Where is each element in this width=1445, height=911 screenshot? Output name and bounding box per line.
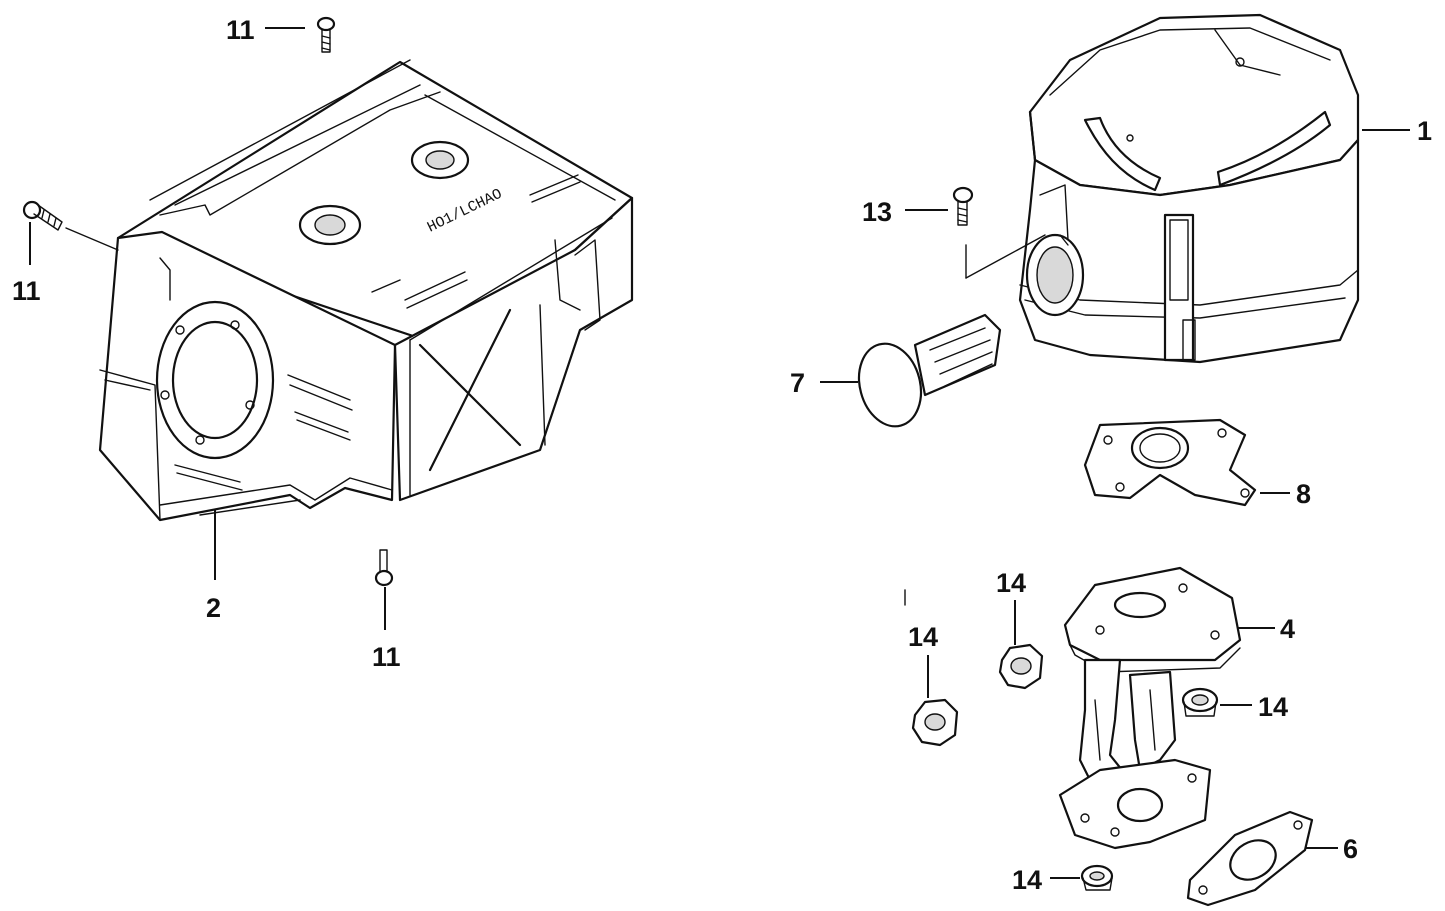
exhaust-pipe-part: [1058, 566, 1242, 850]
spark-arrester-part: [857, 313, 1002, 428]
screw-11-left: [22, 200, 63, 231]
muffler-protector-part: HO1/LCHAO: [98, 59, 634, 522]
callout-1: 1: [1417, 116, 1432, 146]
callout-14-right: 14: [1258, 692, 1288, 722]
screw-13: [952, 186, 974, 226]
gasket-part-6: [1186, 810, 1314, 907]
callout-13: 13: [862, 197, 892, 227]
callout-14-center: 14: [996, 568, 1026, 598]
nut-14-center: [998, 643, 1044, 690]
muffler-part: [1018, 13, 1360, 364]
callout-14-bottom: 14: [1012, 865, 1042, 895]
screw-11-bottom: [374, 549, 394, 587]
callout-2: 2: [206, 593, 221, 623]
nut-14-bottom: [1080, 864, 1114, 891]
nut-14-right: [1181, 687, 1219, 717]
nut-14-left: [911, 698, 959, 747]
callout-8: 8: [1296, 479, 1311, 509]
callout-11-top: 11: [226, 15, 255, 45]
gasket-part-8: [1083, 418, 1257, 507]
callout-14-left: 14: [908, 622, 938, 652]
callout-7: 7: [790, 368, 805, 398]
callout-11-bottom: 11: [372, 642, 401, 672]
callout-11-left: 11: [12, 276, 41, 306]
screw-11-top: [316, 16, 336, 53]
callout-4: 4: [1280, 614, 1295, 644]
callout-6: 6: [1343, 834, 1358, 864]
